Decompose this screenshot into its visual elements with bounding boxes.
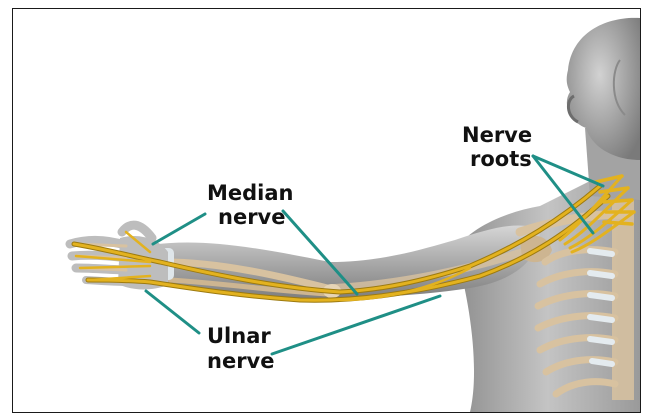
- sternum: [612, 200, 634, 400]
- nerve-roots-label-line1: Nerve: [462, 123, 532, 147]
- ulnar-nerve-label-line2: nerve: [207, 349, 274, 373]
- median-nerve-label-line2: nerve: [218, 205, 285, 229]
- ulnar-nerve-label-line1: Ulnar: [207, 324, 271, 348]
- nerve-roots-label-line2: roots: [470, 147, 532, 171]
- median-nerve-label-line1: Median: [207, 181, 294, 205]
